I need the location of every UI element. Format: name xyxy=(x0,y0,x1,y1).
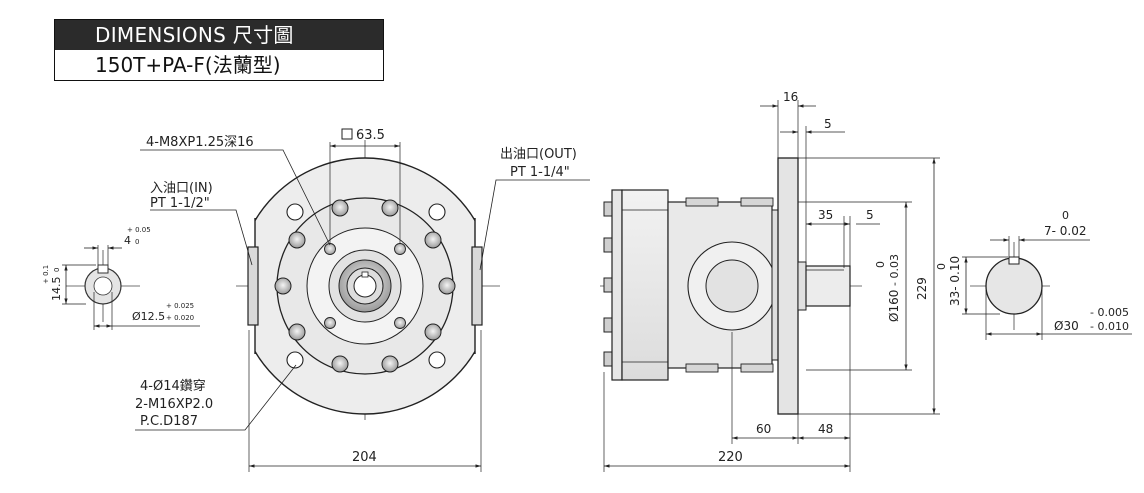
pcd-label: P.C.D187 xyxy=(140,414,198,429)
inlet-name-label: 入油口(IN) xyxy=(150,181,213,196)
dim-5-top-label: 5 xyxy=(824,117,832,131)
key-shaft-view xyxy=(62,245,200,330)
inlet-size-label: PT 1-1/2" xyxy=(150,196,210,211)
key-4-tol-lower: 0 xyxy=(135,238,139,246)
mount-thread-label: 2-M16XP2.0 xyxy=(135,397,213,412)
dimensions-title: DIMENSIONS 尺寸圖 xyxy=(55,20,383,50)
key-4-tol-upper: + 0.05 xyxy=(127,226,151,234)
dia-30-tol-upper: - 0.005 xyxy=(1090,306,1129,319)
dia-125-tol-lower: + 0.020 xyxy=(166,314,194,322)
front-view xyxy=(135,128,590,472)
dim-35-label: 35 xyxy=(818,208,833,222)
key-145-tol-lower: 0 xyxy=(53,268,61,272)
shaft-7-label: 7- 0.02 xyxy=(1044,224,1087,238)
square-label: 63.5 xyxy=(356,128,385,143)
outlet-name-label: 出油口(OUT) xyxy=(500,147,577,162)
dim-229-label: 229 xyxy=(915,277,929,300)
dim-5-mid-label: 5 xyxy=(866,208,874,222)
shaft-section xyxy=(962,236,1132,340)
dim-48-label: 48 xyxy=(818,422,833,436)
dia-30-label: Ø30 xyxy=(1054,319,1079,333)
shaft-33-tol-upper: 0 xyxy=(935,263,948,270)
dim-60-label: 60 xyxy=(756,422,771,436)
dia-30-tol-lower: - 0.010 xyxy=(1090,320,1129,333)
tol-160-lower: - 0.03 xyxy=(888,254,901,286)
side-view xyxy=(600,100,940,472)
outlet-size-label: PT 1-1/4" xyxy=(510,165,570,180)
key-4-label: 4 xyxy=(124,234,131,247)
key-145-label: 14.5 xyxy=(50,277,63,302)
tol-160-upper: 0 xyxy=(874,261,887,268)
model-name: 150T+PA-F(法蘭型) xyxy=(55,50,383,80)
dia-125-tol-upper: + 0.025 xyxy=(166,302,194,310)
mount-holes-label: 4-Ø14鑽穿 xyxy=(140,378,206,394)
dim-220-label: 220 xyxy=(718,450,743,465)
dim-16-label: 16 xyxy=(783,90,798,104)
dia-160-label: Ø160 xyxy=(887,290,901,322)
width-204-label: 204 xyxy=(352,450,377,465)
shaft-33-label: 33- 0.10 xyxy=(948,256,962,306)
dia-125-label: Ø12.5 xyxy=(132,310,165,323)
key-145-tol-upper: + 0.1 xyxy=(42,265,50,284)
shaft-7-tol-upper: 0 xyxy=(1062,209,1069,222)
thread-holes-label: 4-M8XP1.25深16 xyxy=(146,135,254,150)
title-box: DIMENSIONS 尺寸圖 150T+PA-F(法蘭型) xyxy=(54,19,384,81)
